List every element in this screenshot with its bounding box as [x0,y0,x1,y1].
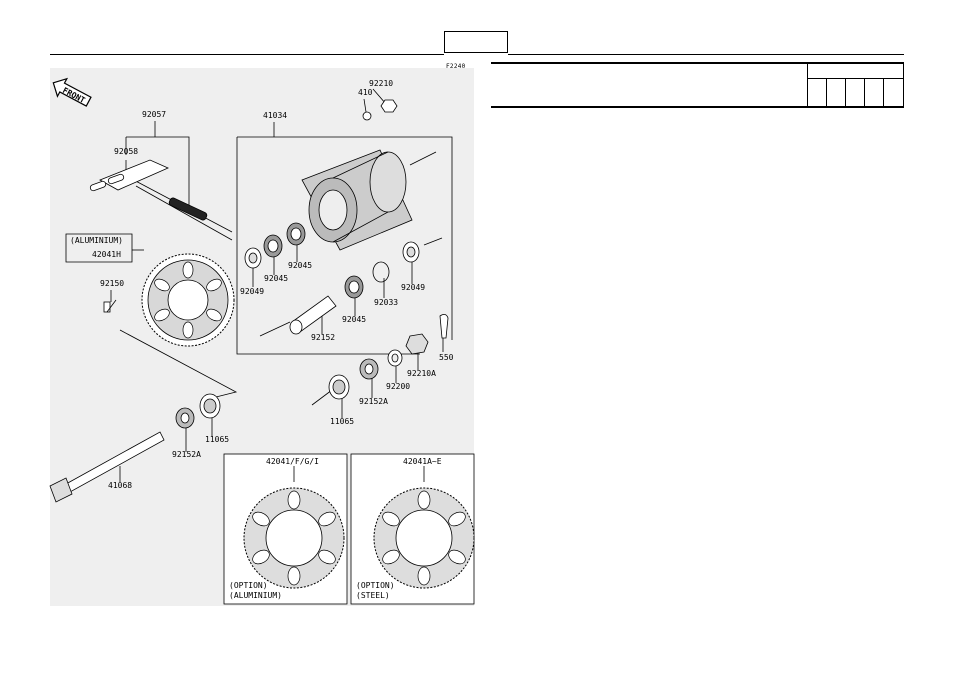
label-92045-a: 92045 [264,274,288,283]
circlip-92033 [372,261,390,283]
label-92210: 92210 [369,79,393,88]
option-box-steel: 42041A~E (OPTION) (STEEL) [350,453,475,605]
option-right-line2: (STEEL) [356,591,390,600]
figure-id: F2240 [446,63,466,70]
label-41068: 41068 [108,481,132,490]
label-410: 410 [358,88,373,97]
label-92152a-left: 92152A [172,450,201,459]
label-550: 550 [439,353,454,362]
option-left-part: 42041/F/G/I [266,457,319,466]
nut-92210 [380,99,398,113]
label-92049-left: 92049 [240,287,264,296]
cotter-pin-550 [439,314,449,339]
header-rule-left [50,54,444,55]
label-92150: 92150 [100,279,124,288]
label-92045-c: 92045 [342,315,366,324]
label-92152: 92152 [311,333,335,342]
header-rule-right [508,54,904,55]
option-box-aluminium: 42041/F/G/I (OPTION) (ALUMINIUM) [223,453,348,605]
option-left-line1: (OPTION) [229,581,268,590]
option-left-line2: (ALUMINIUM) [229,591,282,600]
label-92057: 92057 [142,110,166,119]
label-11065-right: 11065 [330,417,354,426]
label-42041h: 42041H [92,250,121,259]
axle-41068 [49,431,165,503]
label-92200: 92200 [386,382,410,391]
option-right-part: 42041A~E [403,457,442,466]
chain-drawing [89,159,233,241]
hub-41034 [301,149,413,251]
bolt-92150 [103,299,117,313]
label-41034: 41034 [263,111,287,120]
label-92049-right: 92049 [401,283,425,292]
nut-92210a [405,333,429,355]
rear-sprocket-42041h [141,253,235,347]
label-92033: 92033 [374,298,398,307]
page-number-box [444,31,508,53]
label-92045-b: 92045 [288,261,312,270]
label-11065-left: 11065 [205,435,229,444]
label-92210a: 92210A [407,369,436,378]
lower-right-parts [175,314,449,429]
model-spec-table [491,62,904,108]
nut-410 [362,111,372,121]
label-92152a-right: 92152A [359,397,388,406]
option-right-line1: (OPTION) [356,581,395,590]
bearings [244,99,420,335]
label-aluminium: (ALUMINIUM) [70,236,123,245]
